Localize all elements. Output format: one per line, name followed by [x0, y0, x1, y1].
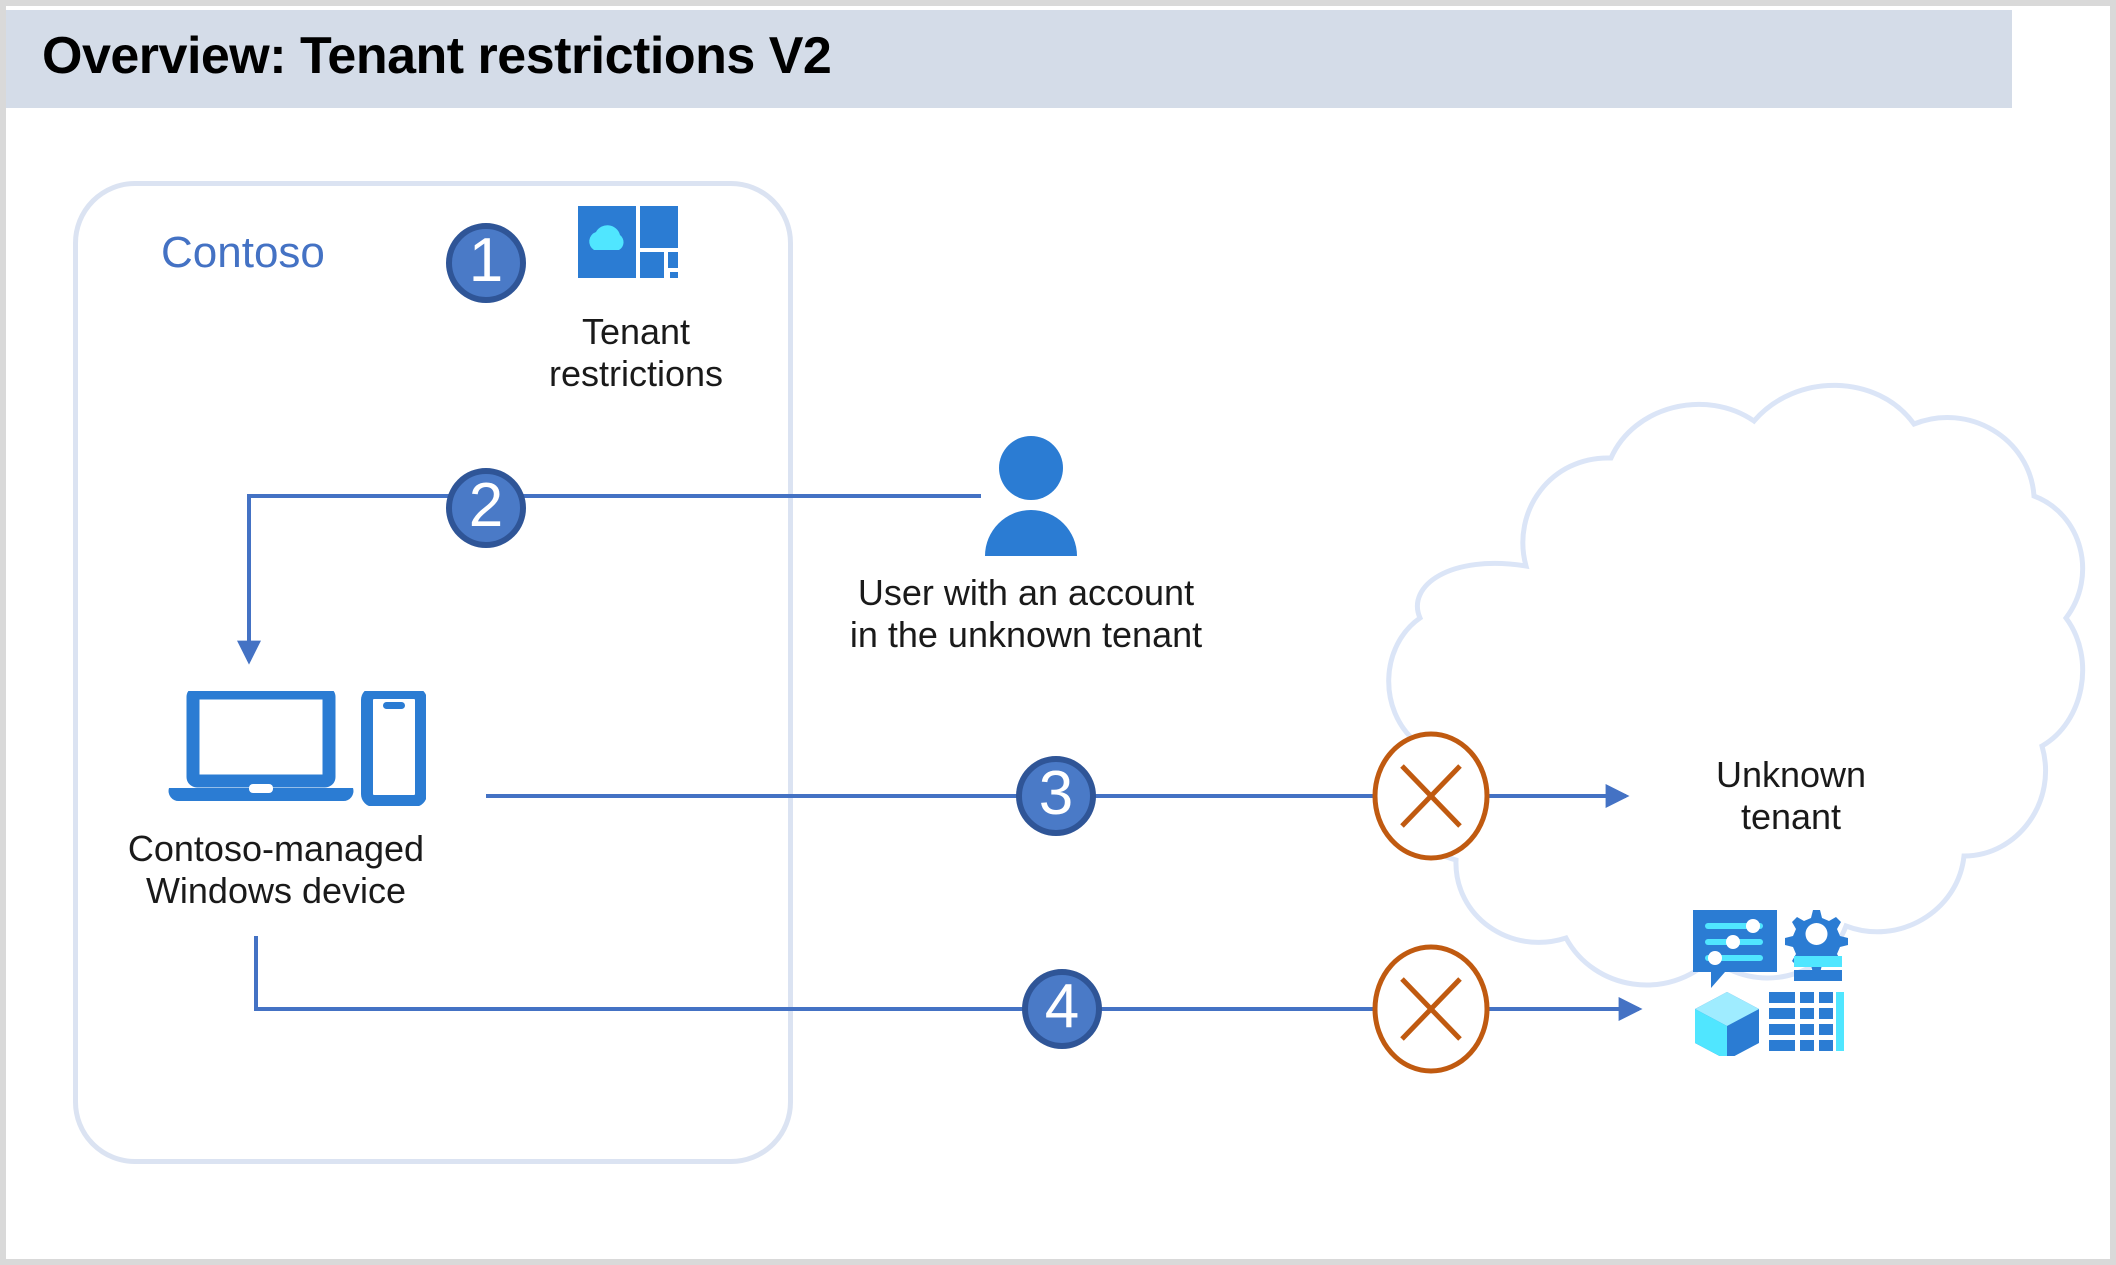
user-icon — [981, 436, 1081, 556]
page-title: Overview: Tenant restrictions V2 — [42, 27, 832, 85]
tenant-restrictions-caption: Tenant restrictions — [548, 311, 724, 395]
user-caption: User with an account in the unknown tena… — [849, 572, 1203, 656]
unknown-tenant-cloud — [1386, 382, 2086, 988]
header-bar — [6, 10, 2012, 108]
cloud-apps-icon — [1691, 906, 1851, 1060]
data-grid-icon — [1769, 992, 1844, 1051]
step-number-2: 2 — [446, 468, 526, 548]
step-number-4: 4 — [1022, 969, 1102, 1049]
blocked-marker-bottom — [1372, 944, 1490, 1074]
device-icon — [161, 686, 427, 807]
cube-icon — [1695, 992, 1759, 1060]
step-number-3: 3 — [1016, 756, 1096, 836]
unknown-tenant-caption: Unknown tenant — [1715, 754, 1867, 838]
settings-bubble-icon — [1693, 910, 1777, 988]
blocked-marker-top — [1372, 731, 1490, 861]
contoso-boundary-box — [73, 181, 793, 1164]
step-number-1: 1 — [446, 223, 526, 303]
device-caption: Contoso-managed Windows device — [127, 828, 425, 912]
tenant-restrictions-icon — [578, 206, 678, 278]
contoso-label: Contoso — [161, 228, 325, 277]
stacked-bars-icon — [1794, 956, 1842, 981]
